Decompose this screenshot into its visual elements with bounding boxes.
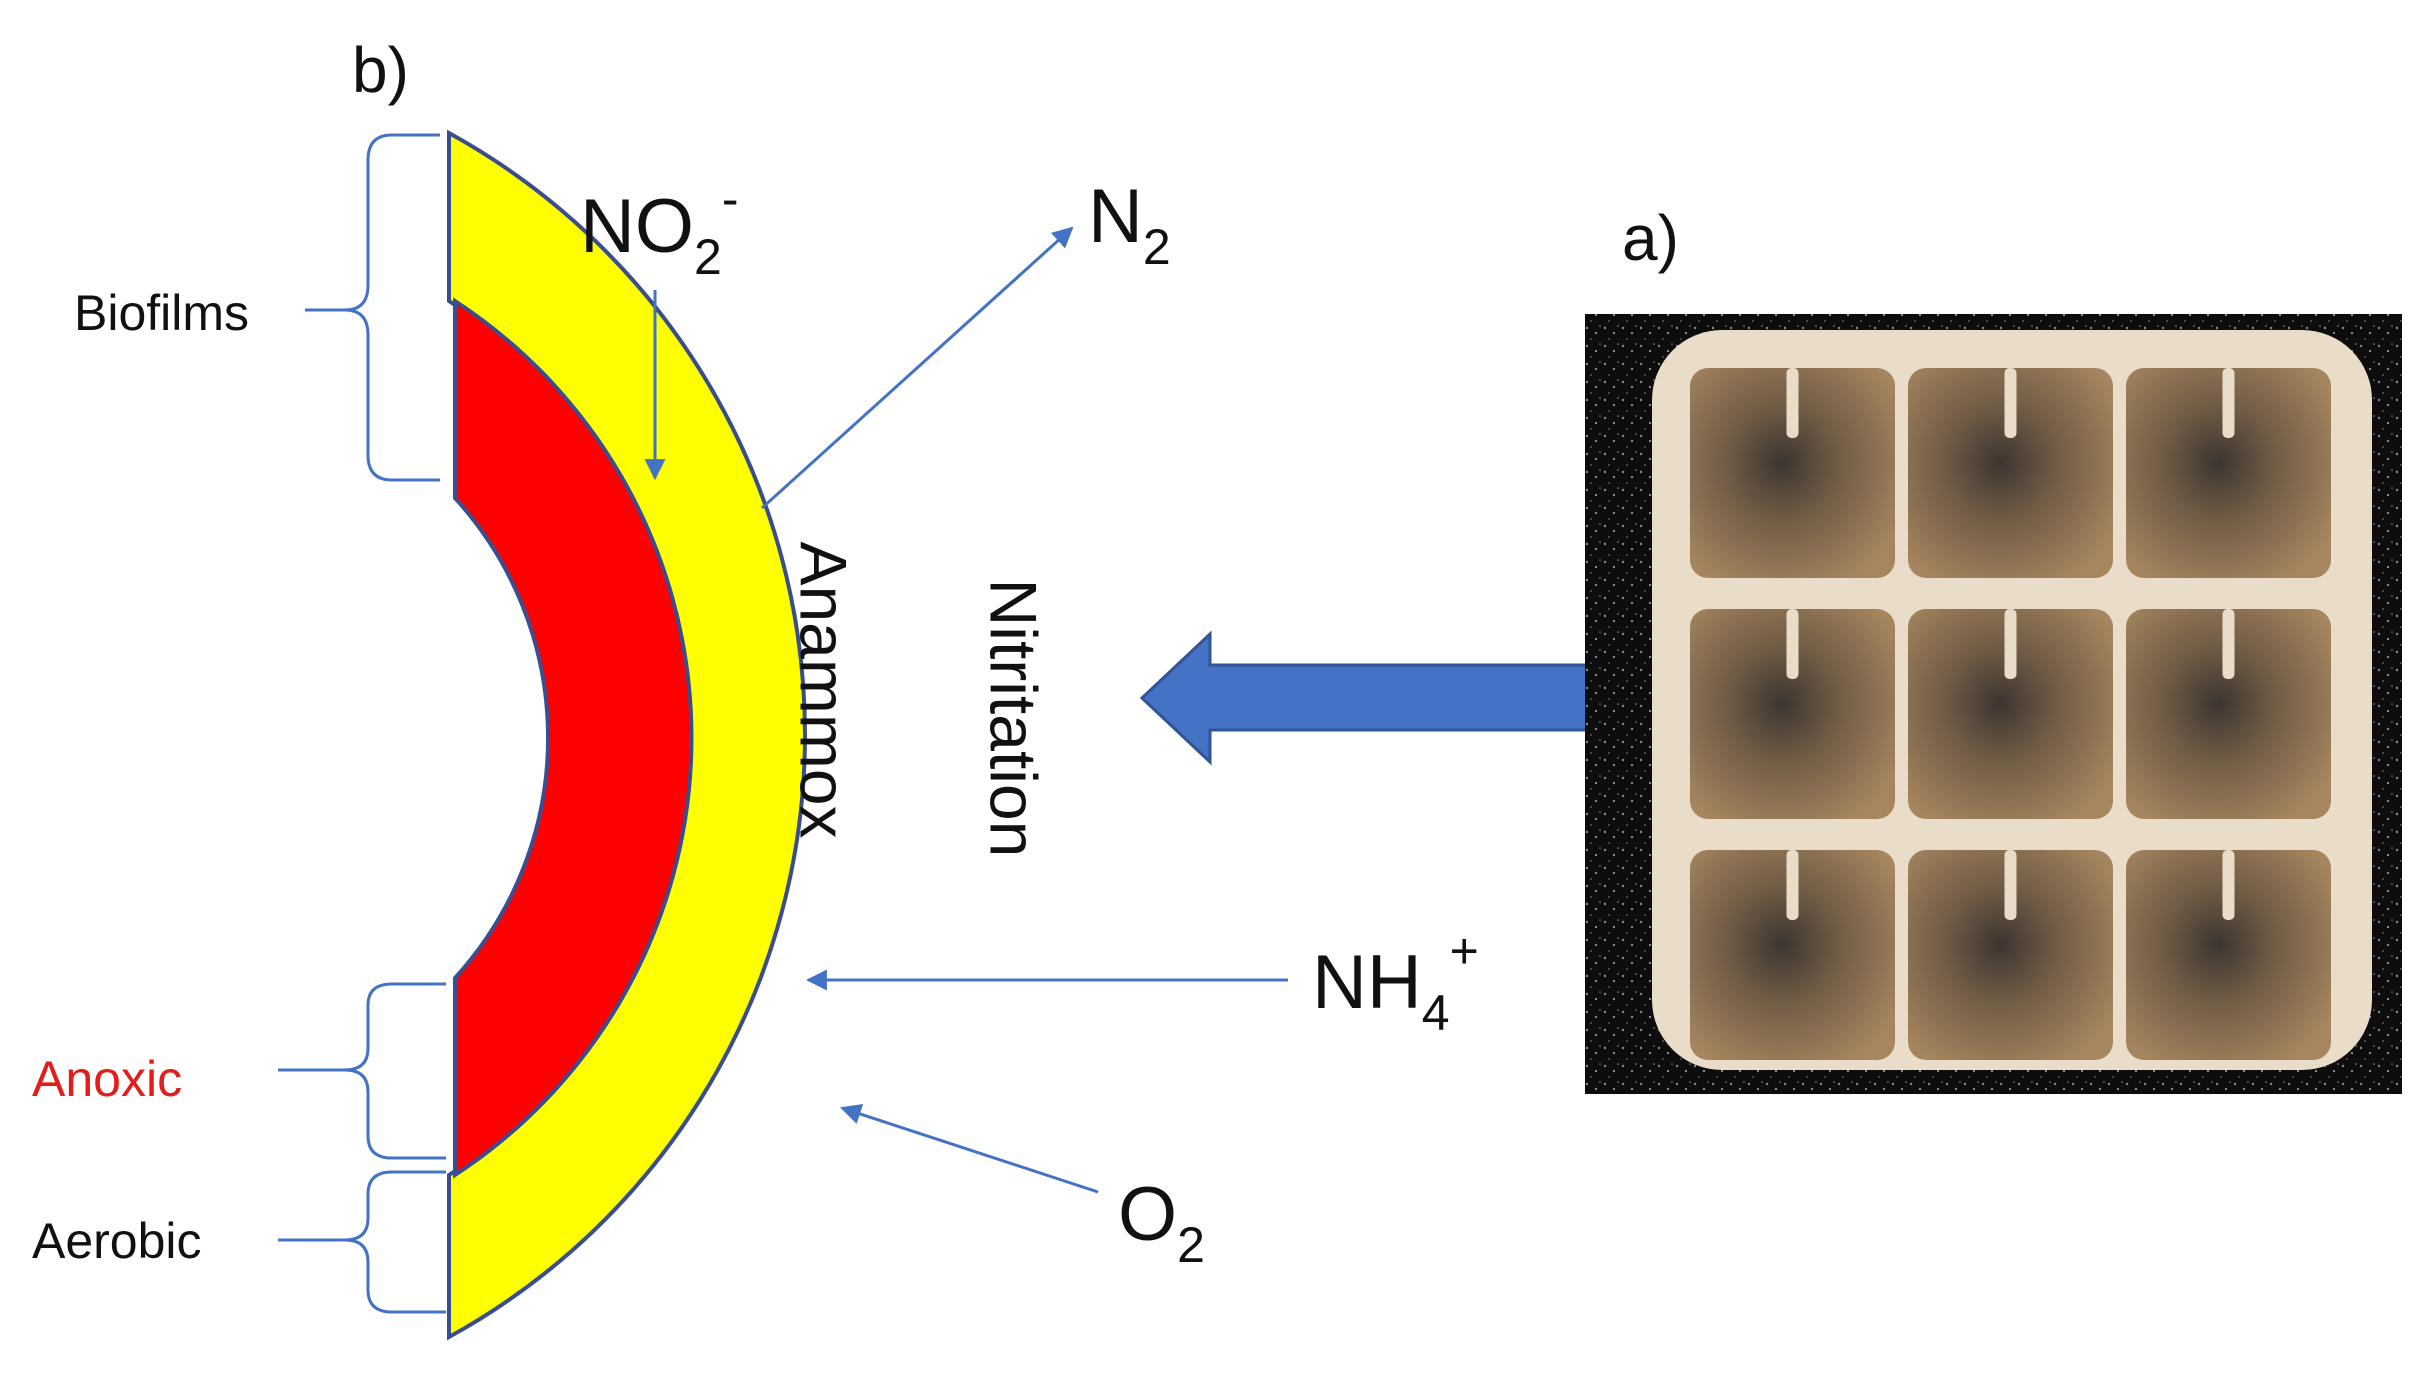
anoxic-bracket <box>278 982 446 1160</box>
oxygen-arrow <box>840 1103 1099 1194</box>
carrier-cell-slot <box>2222 368 2235 438</box>
ammonium-label: NH4+ <box>1312 923 1479 1041</box>
carrier-cell <box>1690 850 1895 1060</box>
biofilm-cross-section <box>447 129 807 1341</box>
carrier-cells <box>1690 368 2331 1060</box>
nitrite-label: NO2- <box>580 171 738 285</box>
panel-b-label: b) <box>352 34 409 106</box>
carrier-cell-slot <box>1786 368 1799 438</box>
oxygen-label: O2 <box>1118 1172 1205 1273</box>
carrier-cell <box>2126 850 2331 1060</box>
aerobic-label: Aerobic <box>32 1213 202 1269</box>
nitrogen-gas-label: N2 <box>1088 174 1171 275</box>
carrier-cell-slot <box>2004 609 2017 679</box>
nitrogen-arrow <box>760 226 1074 510</box>
carrier-cell-slot <box>1786 609 1799 679</box>
biofilms-bracket <box>305 133 440 482</box>
carrier-cell <box>2126 609 2331 819</box>
carrier-cell-slot <box>2222 850 2235 920</box>
carrier-cell-slot <box>1786 850 1799 920</box>
biofilms-label: Biofilms <box>74 285 249 341</box>
aerobic-bracket <box>278 1170 446 1314</box>
carrier-cell <box>1908 368 2113 578</box>
anammox-label: Anammox <box>787 541 861 838</box>
carrier-cell-slot <box>2222 609 2235 679</box>
biofilm-carrier-photo <box>1585 314 2402 1094</box>
carrier-cell <box>2126 368 2331 578</box>
carrier-cell-slot <box>2004 368 2017 438</box>
carrier-cell-slot <box>2004 850 2017 920</box>
panel-a-label: a) <box>1622 202 1679 274</box>
carrier-cell <box>1908 850 2113 1060</box>
anammox-layer <box>453 297 694 1179</box>
nitritation-label: Nitritation <box>977 579 1051 858</box>
carrier-cell <box>1908 609 2113 819</box>
carrier-cell <box>1690 609 1895 819</box>
carrier-cell <box>1690 368 1895 578</box>
bracket-group <box>278 133 446 1314</box>
anoxic-label: Anoxic <box>32 1051 182 1107</box>
